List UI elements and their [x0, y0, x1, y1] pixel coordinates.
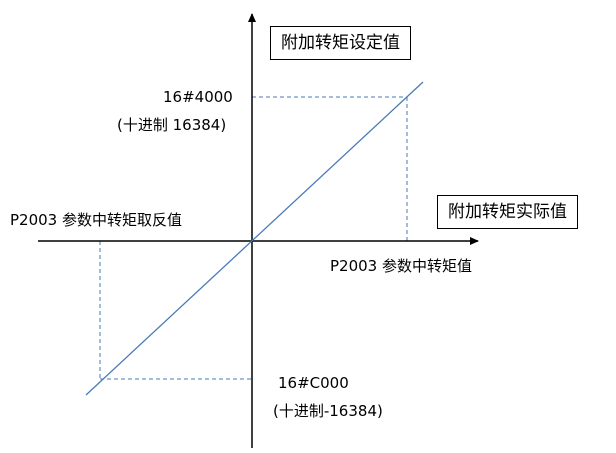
negative-y-hex-label: 16#C000	[278, 374, 349, 392]
positive-y-hex-label: 16#4000	[163, 88, 233, 106]
x-axis-title-box: 附加转矩实际值	[437, 195, 578, 229]
negative-x-label: P2003 参数中转矩取反值	[10, 211, 182, 229]
y-axis-title-box: 附加转矩设定值	[270, 26, 411, 60]
negative-y-dec-label: (十进制-16384)	[273, 402, 383, 420]
positive-y-dec-label: (十进制 16384)	[117, 116, 227, 134]
characteristic-line	[85, 81, 424, 396]
positive-x-label: P2003 参数中转矩值	[330, 257, 472, 275]
